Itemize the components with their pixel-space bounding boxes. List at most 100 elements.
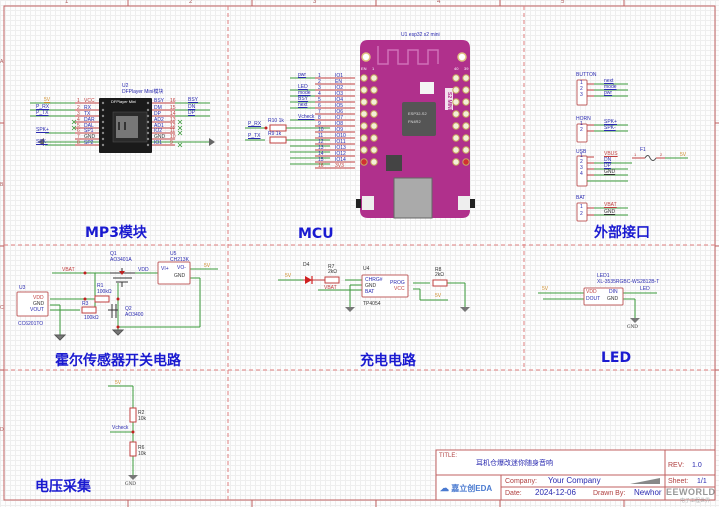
net-label: BSY: [298, 96, 309, 102]
pin-number: 4: [318, 91, 321, 97]
pin-number: 1: [580, 153, 583, 159]
header-pad: [462, 134, 470, 142]
d4-ref: D4: [303, 262, 310, 268]
header-pad: [370, 74, 378, 82]
u3-pin-vdd: VDD: [33, 295, 44, 301]
title-value: 耳机仓爆改迷你随身音响: [476, 460, 553, 467]
col-label-3: 3: [313, 0, 317, 5]
header-pad: [452, 98, 460, 106]
u5-pin-vi: VI+: [161, 266, 169, 272]
section-title-charge: 充电电路: [360, 353, 416, 369]
net-label: SPK-: [604, 125, 616, 131]
net-label: GND: [604, 209, 616, 215]
col-label-5: 5: [561, 0, 565, 5]
u5-pin-gnd: GND: [174, 273, 186, 279]
pin-name: VCC: [84, 98, 95, 104]
watermark-text: EEWORLD: [666, 487, 716, 497]
net-5v-voltage: 5V: [115, 380, 122, 386]
easyeda-logo: ☁ 嘉立创EDA: [440, 484, 492, 493]
pin-name: BSY: [154, 98, 165, 104]
bat-connector-ref: BAT: [576, 195, 586, 201]
net-label: VBAT: [604, 202, 617, 208]
title-label: TITLE:: [439, 453, 458, 459]
header-pad: [452, 86, 460, 94]
pin-name: IO6: [335, 109, 344, 115]
pin-name: SP2: [84, 140, 94, 146]
col-label-4: 4: [437, 0, 441, 5]
net-label: next: [604, 78, 614, 84]
r3-ref: R3: [82, 301, 89, 307]
u4-pin-vcc: VCC: [394, 286, 405, 292]
u3-pin-gnd: GND: [33, 301, 45, 307]
header-pad: [360, 146, 368, 154]
r2-ref: R2: [138, 410, 145, 416]
net-vdd: VDD: [138, 267, 149, 273]
esp32-header-pins: [360, 74, 470, 166]
header-pad: [452, 122, 460, 130]
mp3-pin-stubs: [75, 102, 175, 146]
f1-pin1: 1: [634, 152, 637, 157]
pin-name: AD1: [154, 123, 164, 129]
pin-number: 16: [170, 98, 176, 104]
r1-value: 100kΩ: [97, 289, 112, 295]
u4-pin-gnd: GND: [365, 283, 377, 289]
pin-name: TX: [84, 111, 91, 117]
pin-number: 11: [318, 133, 324, 139]
net-5v-charge-in: 5V: [285, 273, 292, 279]
header-pad: [452, 134, 460, 142]
r8-value: 2kΩ: [435, 272, 445, 278]
mcu-pin-stubs: [315, 77, 355, 169]
r3-value: 100kΩ: [84, 315, 99, 321]
pin-number: 8: [318, 115, 321, 121]
pin-number: 6: [77, 128, 80, 134]
u1-value: esp32 s2 mini: [408, 32, 440, 38]
pin-number: 2: [580, 127, 583, 133]
header-pad: [462, 158, 470, 166]
led-diode-icon: [305, 276, 312, 284]
u3-value: CC6201TO: [18, 321, 44, 327]
r7-value: 2kΩ: [328, 269, 338, 275]
pin-number: 3: [77, 111, 80, 117]
u1-ref: U1: [401, 32, 408, 38]
net-label: GND: [604, 169, 616, 175]
net-label: mode: [604, 84, 617, 90]
s2-mini-silk: S2 MINI: [446, 92, 452, 111]
net-label: pwr: [604, 90, 613, 96]
pin-number: 1: [580, 204, 583, 210]
u5-ref: U5: [170, 251, 177, 257]
r7-ref: R7: [328, 264, 335, 270]
row-label-d: D: [0, 427, 4, 433]
title-block-frame: [435, 449, 716, 501]
section-title-voltage: 电压采集: [35, 479, 91, 495]
net-label: Vcheck: [298, 114, 315, 120]
f1-pin2: 2: [660, 152, 663, 157]
chip-label-2: FN4R2: [408, 119, 421, 124]
net-label: DP: [604, 163, 611, 169]
ws2812-body: [583, 287, 624, 306]
led1-pin-vdd: VDD: [586, 289, 597, 295]
pin-number: 7: [318, 109, 321, 115]
header-pad: [462, 98, 470, 106]
header-pad: [452, 158, 460, 166]
pin-name: IO9: [335, 127, 344, 133]
pin-name: IO3: [335, 91, 344, 97]
r9-label: R9 1k: [268, 132, 281, 137]
net-label: DP: [188, 110, 195, 116]
pin-number: 4: [77, 117, 80, 123]
net-label: SPK+: [604, 119, 617, 125]
header-pad: [360, 158, 368, 166]
header-pad: [360, 98, 368, 106]
pin-number: 8: [77, 140, 80, 146]
r9-ref: R9: [268, 131, 275, 137]
pin-number: 2: [77, 105, 80, 111]
led1-pin-dout: DOUT: [586, 296, 601, 302]
r9-value: 1k: [275, 131, 282, 137]
net-5v-led: 5V: [542, 286, 549, 292]
pin-number: 10: [318, 127, 324, 133]
pin-name: IO10: [335, 133, 346, 139]
charge-wires: [278, 279, 466, 307]
pin-number: 12: [170, 123, 176, 129]
pin-name: IO7: [335, 115, 344, 121]
header-pad: [452, 110, 460, 118]
